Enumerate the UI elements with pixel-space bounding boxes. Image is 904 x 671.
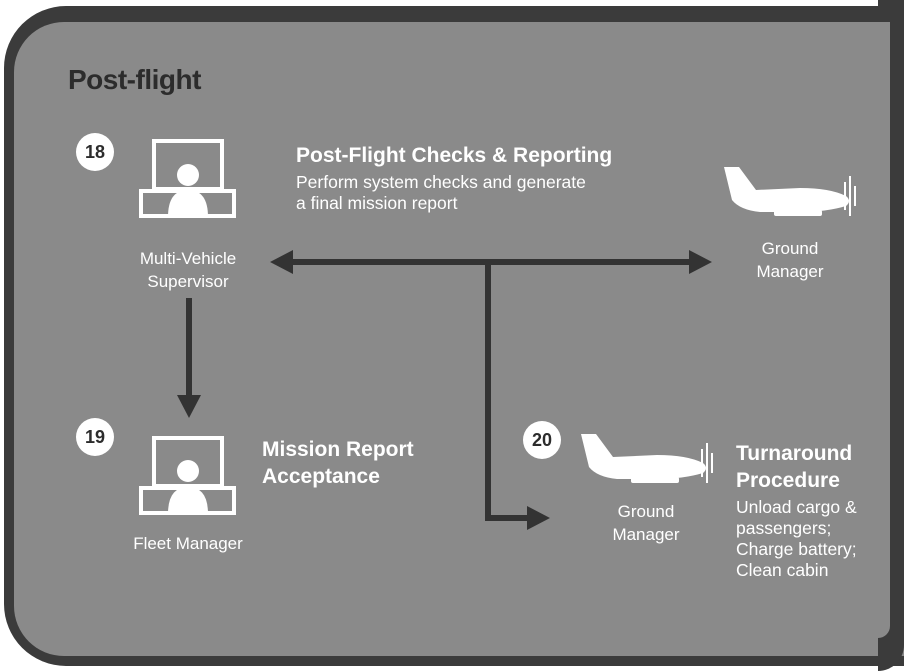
step-18-description: Perform system checks and generate a fin… — [296, 172, 586, 213]
arrow-head-down — [177, 395, 201, 418]
panel-background — [14, 22, 904, 656]
role-ground-manager-top: Ground Manager — [756, 239, 824, 281]
step-20-description: Unload cargo & passengers; Charge batter… — [736, 497, 857, 580]
step-19-title: Mission Report Acceptance — [262, 438, 414, 488]
step-20-title: Turnaround Procedure — [736, 442, 853, 492]
step-18-title: Post-Flight Checks & Reporting — [296, 144, 613, 167]
arrow-branch-vertical — [485, 262, 491, 521]
role-ground-manager-step20: Ground Manager — [612, 502, 680, 544]
panel-background-right — [878, 22, 890, 638]
arrow-head-right — [689, 250, 712, 274]
arrow-down-line — [186, 298, 192, 398]
arrow-head-left — [270, 250, 293, 274]
step-number-19: 19 — [76, 418, 114, 456]
role-multi-vehicle-supervisor: Multi-Vehicle Supervisor — [139, 249, 237, 291]
step-number-20: 20 — [523, 421, 561, 459]
arrow-branch-horizontal — [485, 515, 530, 521]
step-number-18: 18 — [76, 133, 114, 171]
role-fleet-manager: Fleet Manager — [133, 534, 243, 553]
arrow-head-step20 — [527, 506, 550, 530]
section-title: Post-flight — [68, 64, 201, 95]
